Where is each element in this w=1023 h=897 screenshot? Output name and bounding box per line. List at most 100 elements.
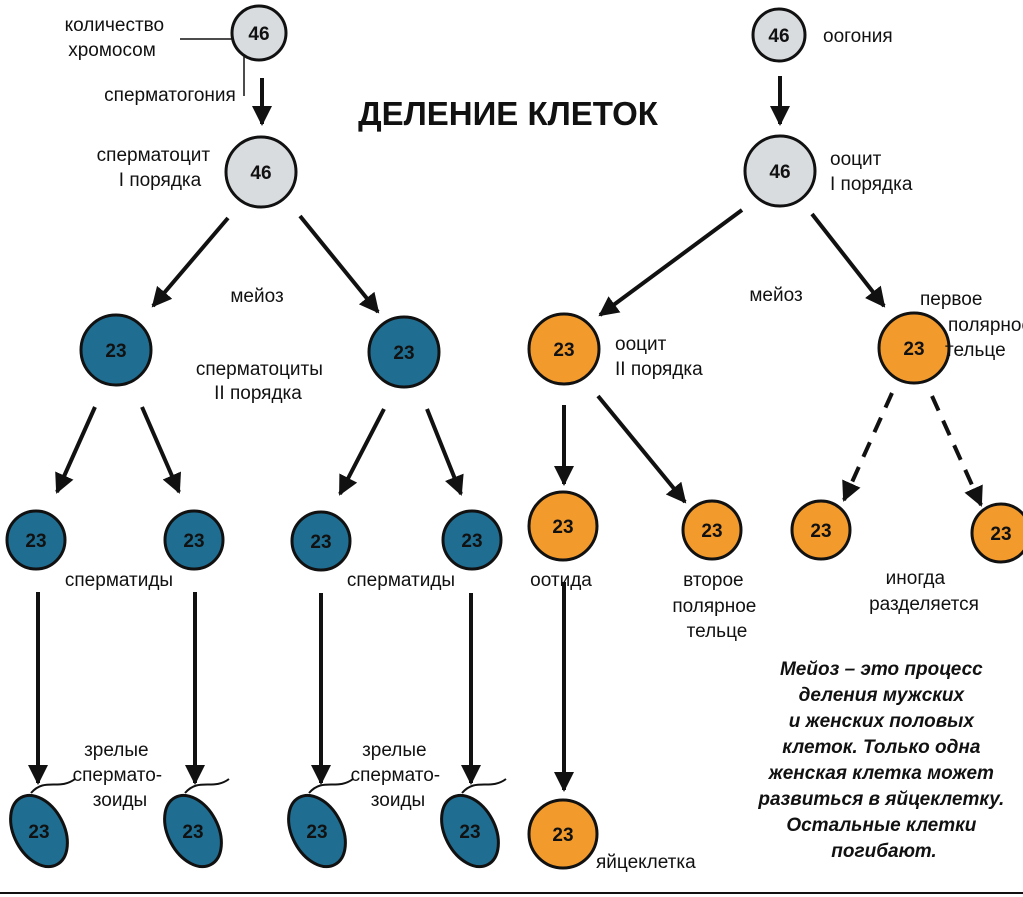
arrow-spermatocyte-2b-to-spermatid-3 bbox=[338, 408, 386, 496]
cell-body bbox=[527, 490, 599, 562]
chromosome-count: 23 bbox=[182, 822, 203, 843]
mature-sperm-right-label: зрелые спермато- зоиды bbox=[351, 740, 446, 811]
egg-label: яйцеклетка bbox=[596, 852, 696, 873]
cell-polar-body-division-b: 23 bbox=[970, 502, 1023, 564]
cell-second-polar-body: 23 bbox=[681, 499, 743, 561]
arrow-spermatocyte-2a-to-spermatid-2 bbox=[140, 406, 181, 494]
chromosome-count: 23 bbox=[701, 521, 722, 542]
chromosome-count: 23 bbox=[105, 341, 126, 362]
cell-oocyte-1: 46 bbox=[743, 134, 817, 208]
labels-layer: ДЕЛЕНИЕ КЛЕТОК количество хромосом сперм… bbox=[65, 15, 1023, 873]
cell-spermatogonium: 46 bbox=[230, 4, 288, 62]
spermatocytes-2-label: сперматоциты II порядка bbox=[196, 359, 328, 404]
second-polar-body-label: второе полярное тельце bbox=[672, 570, 761, 642]
cell-body bbox=[224, 135, 298, 209]
sperm-head bbox=[440, 793, 500, 869]
cell-sperm-3: 23 bbox=[287, 778, 354, 869]
arrow-spermatocyte-1-to-2a bbox=[151, 216, 230, 308]
cell-ootid: 23 bbox=[527, 490, 599, 562]
cell-oogonium: 46 bbox=[751, 7, 807, 63]
cell-spermatid-3: 23 bbox=[290, 510, 352, 572]
chromosome-count: 23 bbox=[393, 343, 414, 364]
chromosome-count: 23 bbox=[28, 822, 49, 843]
chromosome-count: 23 bbox=[25, 531, 46, 552]
chromosome-count: 23 bbox=[306, 822, 327, 843]
arrows-layer bbox=[28, 76, 983, 792]
cell-body bbox=[681, 499, 743, 561]
cell-body bbox=[877, 311, 951, 385]
chromosome-count: 23 bbox=[552, 517, 573, 538]
cell-sperm-4: 23 bbox=[440, 778, 507, 869]
chromosome-count: 23 bbox=[461, 531, 482, 552]
cell-spermatid-2: 23 bbox=[163, 509, 225, 571]
sperm-tail bbox=[184, 778, 230, 794]
arrow-first-polar-body-to-b bbox=[930, 395, 983, 507]
arrow-oocyte-1-to-first-polar-body bbox=[810, 212, 886, 308]
cell-spermatocyte-2-b: 23 bbox=[367, 315, 441, 389]
cell-body bbox=[790, 499, 852, 561]
oocyte-1-label: ооцит I порядка bbox=[830, 149, 913, 195]
cell-body bbox=[290, 510, 352, 572]
chromosome-count: 23 bbox=[903, 339, 924, 360]
cell-body bbox=[79, 313, 153, 387]
arrow-oocyte-2-to-second-polar-body bbox=[596, 394, 687, 504]
sperm-head bbox=[9, 793, 69, 869]
oogonium-label: оогония bbox=[823, 26, 893, 47]
chromosome-count: 23 bbox=[552, 825, 573, 846]
cell-body bbox=[751, 7, 807, 63]
cell-egg: 23 bbox=[527, 798, 599, 870]
cell-body bbox=[743, 134, 817, 208]
sperm-tail bbox=[461, 778, 507, 794]
cell-body bbox=[367, 315, 441, 389]
cell-body bbox=[5, 509, 67, 571]
arrow-spermatocyte-1-to-2b bbox=[298, 214, 380, 314]
cell-body bbox=[970, 502, 1023, 564]
cell-spermatid-4: 23 bbox=[441, 509, 503, 571]
spermatocyte-1-label: сперматоцит I порядка bbox=[97, 145, 216, 191]
sperm-head bbox=[163, 793, 223, 869]
sperm-tail bbox=[30, 778, 76, 794]
chromosome-count: 23 bbox=[810, 521, 831, 542]
chromosome-count: 23 bbox=[553, 340, 574, 361]
meiosis-note: Мейоз – это процесс деления мужских и же… bbox=[757, 659, 1009, 862]
cell-sperm-2: 23 bbox=[163, 778, 230, 869]
cell-body bbox=[441, 509, 503, 571]
spermatids-left-label: сперматиды bbox=[65, 570, 173, 591]
chromosome-count: 46 bbox=[769, 162, 790, 183]
meiosis-right-label: мейоз bbox=[749, 285, 802, 306]
cell-body bbox=[527, 798, 599, 870]
cell-first-polar-body: 23 bbox=[877, 311, 951, 385]
chromosome-count: 23 bbox=[990, 524, 1011, 545]
spermatogonium-label: сперматогония bbox=[104, 85, 236, 106]
oocyte-2-label: ооцит II порядка bbox=[615, 334, 703, 380]
chromosome-count: 23 bbox=[183, 531, 204, 552]
ootid-label: оотида bbox=[530, 570, 592, 591]
cell-oocyte-2: 23 bbox=[527, 312, 601, 386]
cell-spermatocyte-2-a: 23 bbox=[79, 313, 153, 387]
arrow-spermatocyte-2b-to-spermatid-4 bbox=[425, 408, 464, 496]
chromosome-count: 46 bbox=[250, 163, 271, 184]
meiosis-left-label: мейоз bbox=[230, 286, 283, 307]
arrow-oocyte-1-to-oocyte-2 bbox=[598, 208, 744, 317]
arrow-first-polar-body-to-a bbox=[842, 392, 894, 502]
cell-body bbox=[527, 312, 601, 386]
chromosome-count: 23 bbox=[310, 532, 331, 553]
chromosome-count: 46 bbox=[768, 26, 789, 47]
cell-body bbox=[230, 4, 288, 62]
chromosome-count: 46 bbox=[248, 24, 269, 45]
arrow-spermatocyte-2a-to-spermatid-1 bbox=[55, 406, 97, 494]
cell-sperm-1: 23 bbox=[9, 778, 76, 869]
sperm-head bbox=[287, 793, 347, 869]
spermatids-right-label: сперматиды bbox=[347, 570, 455, 591]
mature-sperm-left-label: зрелые спермато- зоиды bbox=[73, 740, 168, 811]
cell-polar-body-division-a: 23 bbox=[790, 499, 852, 561]
cells-layer: 46 46 23 23 23 23 23 23 23 23 23 23 46 46 23 23 23 23 23 23… bbox=[5, 4, 1023, 870]
cell-spermatid-1: 23 bbox=[5, 509, 67, 571]
chromosome-count: 23 bbox=[459, 822, 480, 843]
cell-spermatocyte-1: 46 bbox=[224, 135, 298, 209]
chromosome-count-label: количество хромосом bbox=[65, 15, 170, 61]
cell-body bbox=[163, 509, 225, 571]
first-polar-body-label: первое полярное тельце bbox=[920, 289, 1023, 361]
